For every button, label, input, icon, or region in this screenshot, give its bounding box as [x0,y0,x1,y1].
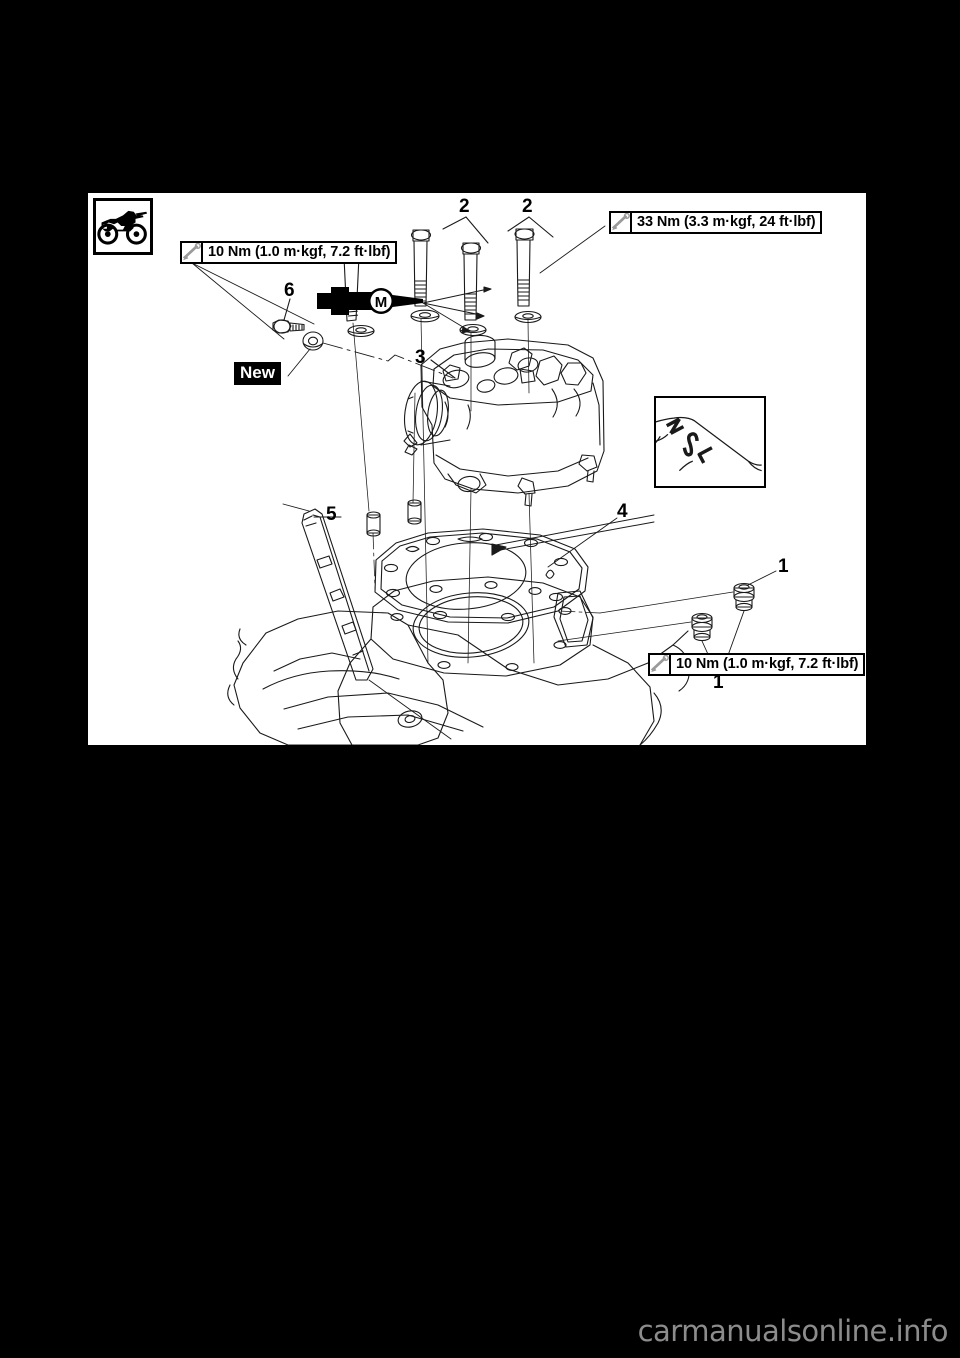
part-num-1-right: 1 [778,556,789,577]
part-num-6: 6 [284,280,295,301]
torque-spec-text: 10 Nm (1.0 m·kgf, 7.2 ft·lbf) [676,656,859,672]
torque-wrench-icon [650,655,671,674]
part-num-4: 4 [617,501,628,522]
part-num-2-left: 2 [459,196,470,217]
molybdenum-grease-symbol: M [315,285,425,321]
part-num-2-right: 2 [522,196,533,217]
moly-symbol-letter: M [375,294,388,311]
engine-assembly-artwork [191,216,777,745]
gasket-marking-detail-inset [654,396,766,488]
torque-spec-text: 33 Nm (3.3 m·kgf, 24 ft·lbf) [637,214,816,230]
motorcycle-model-icon-box [93,198,153,255]
site-watermark: carmanualsonline.info [637,1314,949,1348]
torque-spec-text: 10 Nm (1.0 m·kgf, 7.2 ft·lbf) [208,244,391,260]
part-num-5: 5 [326,504,337,525]
torque-wrench-icon [182,243,203,262]
torque-spec-upper-right: 33 Nm (3.3 m·kgf, 24 ft·lbf) [609,211,823,234]
torque-spec-lower-right: 10 Nm (1.0 m·kgf, 7.2 ft·lbf) [648,653,866,676]
part-num-3: 3 [415,347,426,368]
new-part-tag: New [234,362,281,385]
part-num-1-lower: 1 [713,672,724,693]
torque-spec-upper-left: 10 Nm (1.0 m·kgf, 7.2 ft·lbf) [180,241,398,264]
torque-wrench-icon [611,213,632,232]
off-road-motorcycle-icon [97,210,148,245]
exploded-view-diagram: 10 Nm (1.0 m·kgf, 7.2 ft·lbf) 33 Nm (3.3… [88,193,866,745]
